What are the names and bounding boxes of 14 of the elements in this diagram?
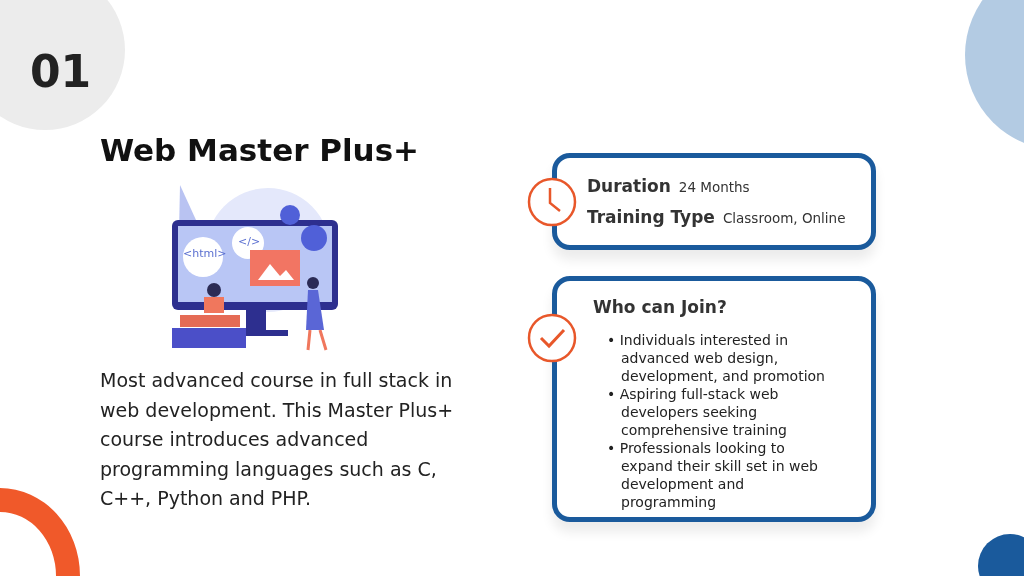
- field-value: 24 Months: [678, 179, 750, 195]
- field-value: Classroom, Online: [722, 210, 846, 226]
- card-heading: Who can Join?: [593, 297, 727, 317]
- field-label: Duration: [587, 176, 671, 196]
- bullet-item: • Professionals looking to expand their skill set in web development and programming: [607, 439, 819, 511]
- bullet-item: • Aspiring full-stack web developers seeking comprehensive training: [607, 385, 788, 439]
- description-paragraph: Most advanced course in full stack in web development. This Master Plus+ course introduces advanced programming languages such as C, C++, Python and PHP.: [100, 368, 455, 511]
- info-card: [552, 153, 876, 250]
- slide-number: 01: [30, 46, 92, 97]
- bullet-item: • Individuals interested in advanced web design, development, and promotion: [607, 331, 826, 385]
- info-card: [552, 276, 876, 522]
- code-tag: <html>: [183, 247, 227, 260]
- field-label: Training Type: [587, 207, 715, 227]
- slide-title: Web Master Plus+: [100, 132, 420, 168]
